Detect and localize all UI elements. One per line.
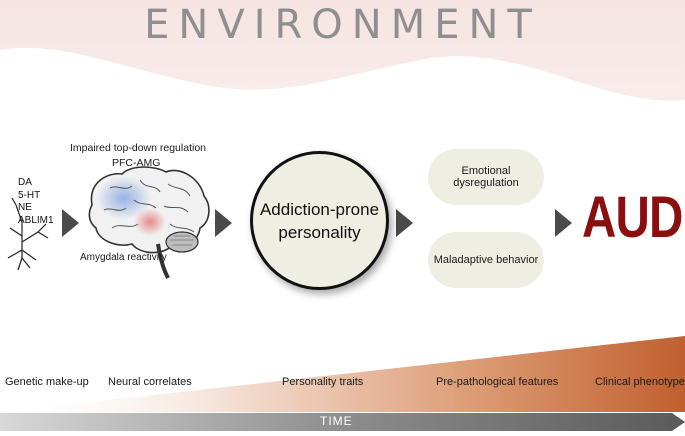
flow-arrow-2 [215, 209, 232, 237]
gene-label-da: DA [18, 177, 32, 188]
progression-wedge [0, 336, 685, 412]
environment-title: ENVIRONMENT [144, 2, 541, 48]
emotional-dysregulation-pill: Emotional dysregulation [428, 149, 544, 205]
flow-arrow-4 [555, 209, 572, 237]
time-arrow [0, 413, 685, 431]
brain-icon [88, 166, 210, 279]
flow-arrow-3 [396, 209, 413, 237]
maladaptive-behavior-label: Maladaptive behavior [433, 254, 539, 266]
brain-amygdala-label: Amygdala reactivity [80, 252, 167, 263]
stage-neural: Neural correlates [108, 376, 192, 388]
personality-line-2: personality [278, 222, 361, 242]
brain-top-label: Impaired top-down regulation [70, 142, 206, 154]
environment-band [0, 0, 685, 101]
aud-label: AUD [582, 185, 683, 250]
stage-prepathological: Pre-pathological features [436, 376, 559, 388]
stage-clinical: Clinical phenotype [595, 376, 685, 388]
emotional-dysregulation-label: Emotional dysregulation [453, 165, 519, 189]
brain-pfc-amg-label: PFC-AMG [112, 157, 161, 169]
flow-arrow-1 [62, 209, 79, 237]
neuron-icon [7, 197, 49, 271]
personality-line-1: Addiction-prone [259, 199, 380, 219]
stage-personality: Personality traits [282, 376, 364, 388]
maladaptive-behavior-pill: Maladaptive behavior [428, 232, 544, 288]
stage-genetic: Genetic make-up [5, 376, 89, 388]
time-label: TIME [320, 414, 353, 428]
gene-label-5ht: 5-HT [18, 189, 41, 201]
gene-label-ne: NE [18, 202, 32, 213]
gene-label-ablim1: ABLIM1 [18, 214, 54, 226]
personality-circle: Addiction-prone personality [250, 151, 389, 290]
genetics-list: DA 5-HT NE ABLIM1 [18, 177, 54, 227]
